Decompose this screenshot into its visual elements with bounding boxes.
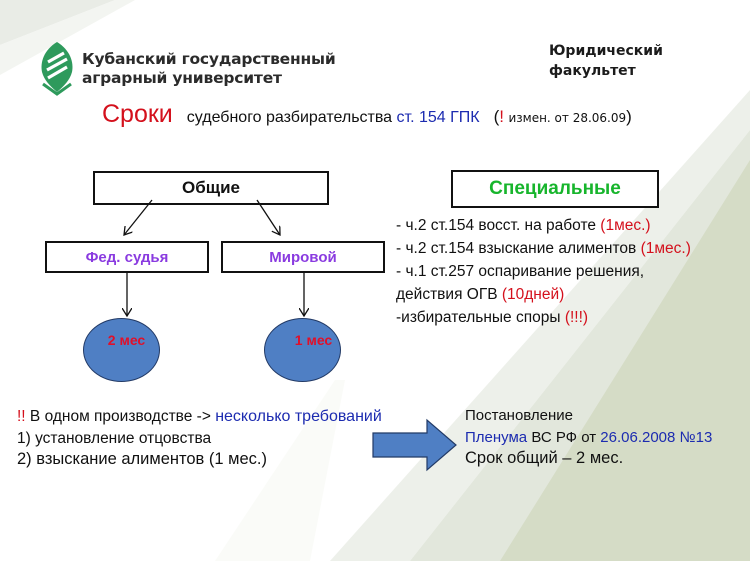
general-terms-box: Общие bbox=[93, 171, 329, 205]
top-left-band-light bbox=[0, 0, 135, 75]
multiple-claims-highlight: несколько требований bbox=[215, 408, 382, 425]
title-paren-open: ( bbox=[493, 107, 500, 126]
right-band-dark bbox=[500, 160, 750, 561]
university-name: Кубанский государственный аграрный униве… bbox=[82, 50, 336, 88]
fed-judge-label: Фед. судья bbox=[85, 248, 169, 266]
resolution-plenum: Пленума bbox=[465, 428, 528, 446]
special-item: - ч.1 ст.257 оспаривание решения, bbox=[396, 260, 691, 283]
special-item-text: -избирательные споры bbox=[396, 309, 565, 326]
special-item-text: - ч.1 ст.257 оспаривание решения, bbox=[396, 263, 645, 280]
special-item-term: (10дней) bbox=[501, 286, 565, 303]
slide-title: Сроки судебного разбирательства ст. 154 Г… bbox=[102, 100, 632, 129]
multiple-claims-line: !! В одном производстве -> несколько тре… bbox=[17, 406, 382, 428]
special-terms-label: Специальные bbox=[489, 178, 621, 199]
fed-term-ellipse: 2 мес bbox=[83, 318, 160, 382]
faculty-name-line2: факультет bbox=[549, 63, 636, 79]
special-item-text: действия ОГВ bbox=[396, 286, 502, 303]
resolution-term: Срок общий – 2 мес. bbox=[465, 449, 624, 467]
fed-judge-box: Фед. судья bbox=[45, 241, 209, 273]
title-subtitle: судебного разбирательства bbox=[186, 109, 393, 126]
claim-item: 1) установление отцовства bbox=[17, 429, 212, 447]
magistrate-label: Мировой bbox=[269, 248, 337, 266]
university-name-line2: аграрный университет bbox=[82, 69, 282, 87]
faculty-name: Юридический факультет bbox=[549, 41, 663, 81]
title-note: измен. от 28.06.09 bbox=[508, 111, 627, 125]
magistrate-term-ellipse: 1 мес bbox=[264, 318, 341, 382]
special-terms-box: Специальные bbox=[451, 170, 659, 208]
special-terms-list: - ч.2 ст.154 восст. на работе (1мес.) - … bbox=[396, 214, 691, 329]
title-main: Сроки bbox=[102, 100, 173, 128]
resolution-line2: Пленума ВС РФ от 26.06.2008 №13 bbox=[465, 427, 712, 449]
warning-marker: !! bbox=[17, 408, 26, 425]
special-item: - ч.2 ст.154 взыскание алиментов (1мес.) bbox=[396, 237, 691, 260]
fed-term-label: 2 мес bbox=[107, 332, 146, 348]
resolution-court: ВС РФ от bbox=[527, 428, 601, 446]
plenum-resolution-note: Постановление Пленума ВС РФ от 26.06.200… bbox=[465, 405, 712, 470]
magistrate-term-label: 1 мес bbox=[294, 332, 333, 348]
resolution-date-number: 26.06.2008 №13 bbox=[600, 428, 713, 446]
faculty-name-line1: Юридический bbox=[549, 43, 663, 59]
multiple-claims-note: !! В одном производстве -> несколько тре… bbox=[17, 406, 382, 471]
special-item: -избирательные споры (!!!) bbox=[396, 306, 691, 329]
special-item-text: - ч.2 ст.154 взыскание алиментов bbox=[396, 240, 641, 257]
special-item: - ч.2 ст.154 восст. на работе (1мес.) bbox=[396, 214, 691, 237]
bottom-band-light bbox=[215, 380, 345, 561]
title-reference: ст. 154 ГПК bbox=[396, 109, 480, 126]
right-block-arrow-icon bbox=[372, 418, 457, 472]
special-item-term: (!!!) bbox=[564, 309, 589, 326]
special-item-term: (1мес.) bbox=[640, 240, 691, 257]
university-leaf-logo-icon bbox=[41, 42, 73, 96]
special-item: действия ОГВ (10дней) bbox=[396, 283, 691, 306]
special-item-text: - ч.2 ст.154 восст. на работе bbox=[396, 217, 601, 234]
title-exclamation: ! bbox=[499, 107, 505, 126]
claim-item: 2) взыскание алиментов (1 мес.) bbox=[17, 450, 268, 468]
title-paren-close: ) bbox=[626, 107, 632, 126]
magistrate-box: Мировой bbox=[221, 241, 385, 273]
special-item-term: (1мес.) bbox=[600, 217, 651, 234]
resolution-line1: Постановление bbox=[465, 407, 574, 424]
general-terms-label: Общие bbox=[182, 178, 240, 197]
multiple-claims-text: В одном производстве -> bbox=[25, 408, 216, 425]
university-name-line1: Кубанский государственный bbox=[82, 50, 336, 68]
